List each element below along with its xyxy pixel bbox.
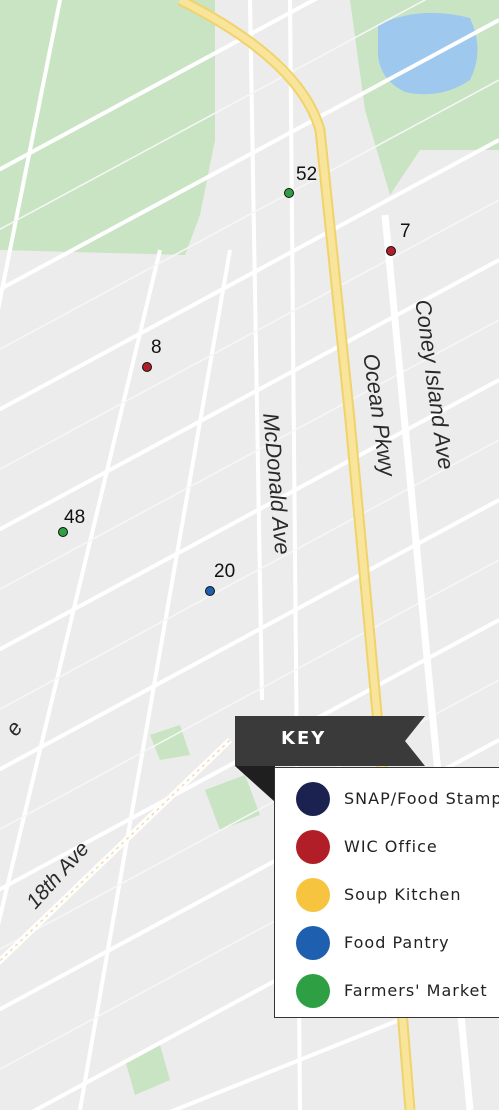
marker-label-7: 7	[400, 221, 411, 242]
map-marker-8[interactable]	[142, 362, 152, 372]
map-marker-52[interactable]	[284, 188, 294, 198]
marker-label-20: 20	[214, 561, 236, 582]
map-marker-48[interactable]	[58, 527, 68, 537]
legend-label-food-pantry: Food Pantry	[344, 933, 450, 952]
map-marker-7[interactable]	[386, 246, 396, 256]
marker-label-8: 8	[151, 337, 162, 358]
wic-dot-icon	[296, 830, 330, 864]
key-header-banner	[235, 716, 425, 766]
park-area	[0, 0, 215, 255]
marker-label-48: 48	[64, 507, 86, 528]
legend-label-snap: SNAP/Food Stamps	[344, 789, 499, 808]
map-legend: SNAP/Food Stamps WIC Office Soup Kitchen…	[274, 767, 499, 1018]
map-marker-20[interactable]	[205, 586, 215, 596]
snap-dot-icon	[296, 782, 330, 816]
lake	[378, 12, 478, 95]
legend-label-farmers-market: Farmers' Market	[344, 981, 488, 1000]
park-small	[150, 725, 190, 760]
legend-label-wic: WIC Office	[344, 837, 438, 856]
food-pantry-dot-icon	[296, 926, 330, 960]
key-header-fold	[235, 766, 275, 802]
legend-label-soup-kitchen: Soup Kitchen	[344, 885, 462, 904]
farmers-market-dot-icon	[296, 974, 330, 1008]
soup-kitchen-dot-icon	[296, 878, 330, 912]
key-title: KEY	[281, 728, 327, 749]
marker-label-52: 52	[296, 164, 318, 185]
